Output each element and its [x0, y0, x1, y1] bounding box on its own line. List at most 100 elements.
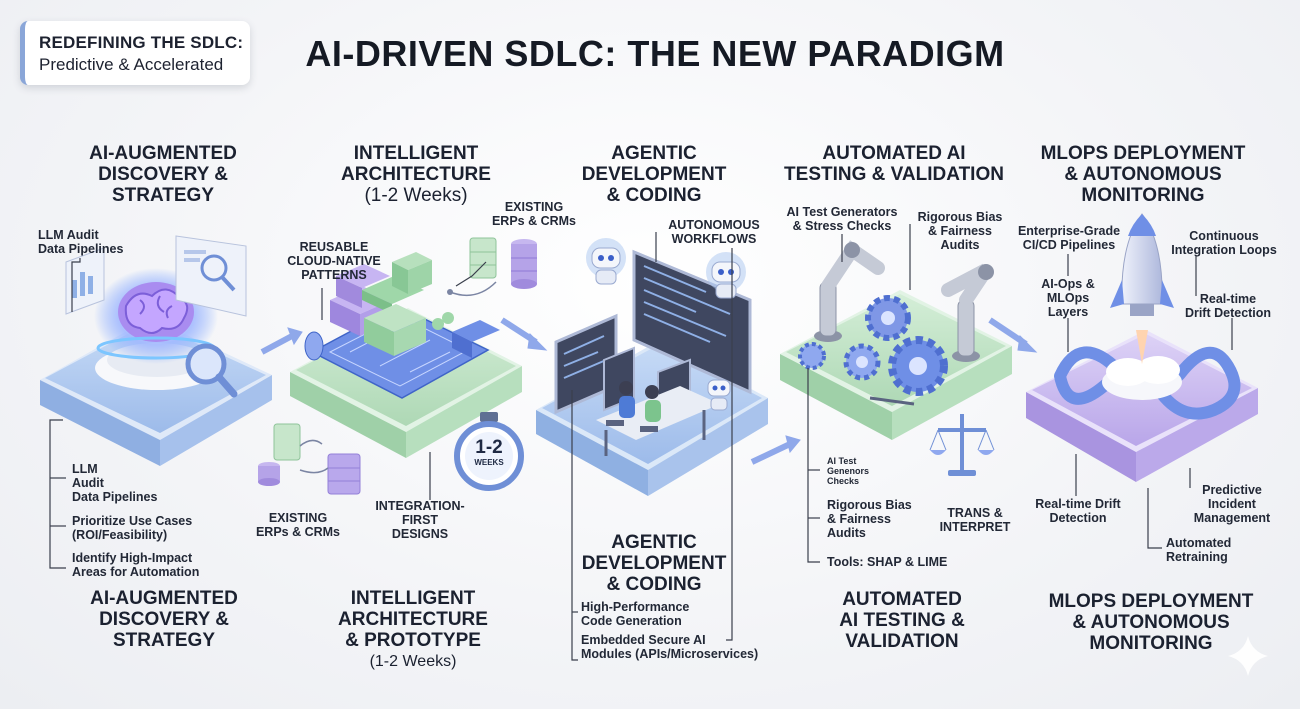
callout-line: Checks [827, 476, 860, 486]
stage2-callout-patterns: REUSABLE CLOUD-NATIVE PATTERNS [280, 240, 388, 282]
stage1-heading-line: DISCOVERY & [98, 164, 228, 185]
stage5-footer-line: MONITORING [1089, 633, 1213, 654]
stage1-heading: AI-AUGMENTED DISCOVERY & STRATEGY [70, 143, 256, 206]
callout-line: AI-Ops & [1041, 277, 1095, 291]
callout-line: ERPs & CRMs [255, 525, 341, 539]
stage5-callout-aiops: AI-Ops & MLOps Layers [1030, 277, 1106, 319]
stage5-heading-line: MLOPS DEPLOYMENT [1040, 143, 1246, 164]
stage2-footer-line: ARCHITECTURE [338, 609, 488, 630]
stage1-footer-line: AI-AUGMENTED [90, 588, 238, 609]
list-line: Modules (APIs/Microservices) [581, 647, 759, 661]
callout-line: Predictive [1202, 483, 1262, 497]
stage2-footer: INTELLIGENT ARCHITECTURE & PROTOTYPE (1-… [320, 588, 506, 672]
list-line: High-Performance [581, 600, 690, 614]
callout-line: AI Test [827, 456, 857, 466]
callout-line: Rigorous Bias [917, 210, 1003, 224]
callout-line: Retraining [1166, 550, 1228, 564]
callout-line: Enterprise-Grade [1017, 224, 1121, 238]
callout-line: MLOps [1046, 291, 1090, 305]
callout-line: Rigorous Bias [827, 498, 912, 512]
stage5-callout-loops: Continuous Integration Loops [1164, 229, 1284, 257]
stage4-heading: AUTOMATED AI TESTING & VALIDATION [784, 143, 1004, 185]
magnifier-icon [185, 343, 238, 398]
dashboard-panel-left [65, 247, 105, 315]
callout-line: DESIGNS [391, 527, 449, 541]
stage4-callout-bias-top: Rigorous Bias & Fairness Audits [910, 210, 1010, 252]
scales-icon [929, 414, 995, 476]
list-line: Identify High-Impact [72, 551, 193, 565]
stage1-list-item-identify: Identify High-Impact Areas for Automatio… [72, 551, 242, 579]
intro-badge: REDEFINING THE SDLC: Predictive & Accele… [20, 21, 250, 85]
callout-line: LLM Audit [38, 228, 99, 242]
page-title: AI-DRIVEN SDLC: THE NEW PARADIGM [305, 33, 1005, 74]
callout-line: EXISTING [268, 511, 328, 525]
stage3-list-item-modules: Embedded Secure AI Modules (APIs/Microse… [581, 633, 771, 661]
stage2-heading-line: ARCHITECTURE [341, 164, 491, 185]
callout-line: FIRST [401, 513, 439, 527]
stage5-callout-drift-top: Real-time Drift Detection [1172, 292, 1284, 320]
callout-line: CI/CD Pipelines [1022, 238, 1116, 252]
stage2-heading-line: INTELLIGENT [353, 143, 479, 164]
stage4-footer: AUTOMATED AI TESTING & VALIDATION [782, 589, 1022, 652]
stage5-footer-line: & AUTONOMOUS [1072, 612, 1230, 633]
stage5-heading-line: & AUTONOMOUS [1064, 164, 1222, 185]
flow-arrows [260, 317, 1038, 465]
callout-line: & Fairness [827, 512, 891, 526]
lego-blocks-icon [330, 252, 500, 358]
stage3-callout-workflows: AUTONOMOUS WORKFLOWS [664, 218, 764, 246]
robot-arm-icon [814, 240, 994, 362]
stage1-heading-line: STRATEGY [111, 185, 215, 206]
callout-line: Drift Detection [1184, 306, 1272, 320]
stage1-heading-line: AI-AUGMENTED [89, 143, 237, 164]
callout-line: Detection [1049, 511, 1107, 525]
stage4-callout-tools: Tools: SHAP & LIME [827, 555, 948, 569]
gear-icon [798, 295, 948, 406]
stage3-footer-line: & CODING [606, 574, 702, 595]
callout-line: AUTONOMOUS [668, 218, 760, 232]
stage4-callout-bias-bottom: Rigorous Bias & Fairness Audits [827, 498, 937, 540]
stage4-heading-line: TESTING & VALIDATION [784, 164, 1004, 185]
callout-line: CLOUD-NATIVE [287, 254, 381, 268]
stage4-callout-trans: TRANS & INTERPRET [932, 506, 1018, 534]
callout-line: Integration Loops [1171, 243, 1277, 257]
list-line: Audit [72, 476, 104, 490]
callout-line: Continuous [1189, 229, 1259, 243]
stage3-heading: AGENTIC DEVELOPMENT & CODING [574, 143, 734, 206]
stage1-footer: AI-AUGMENTED DISCOVERY & STRATEGY [66, 588, 262, 651]
stage5-footer: MLOPS DEPLOYMENT & AUTONOMOUS MONITORING [1046, 591, 1256, 654]
stage4-heading-line: AUTOMATED AI [822, 143, 966, 164]
callout-line: & Fairness [928, 224, 992, 238]
stopwatch-icon [454, 412, 524, 491]
list-line: Embedded Secure AI [581, 633, 706, 647]
stage1-footer-line: STRATEGY [112, 630, 216, 651]
rocket-icon [1102, 213, 1182, 400]
callout-line: Genenors [827, 466, 870, 476]
stage1-footer-line: DISCOVERY & [99, 609, 229, 630]
stage1-list-item-audit: LLM Audit Data Pipelines [72, 462, 232, 504]
stage3-footer-line: DEVELOPMENT [581, 553, 727, 574]
database-icon-bottom [258, 423, 361, 495]
callout-line: WORKFLOWS [671, 232, 757, 246]
stage2-footer-duration: (1-2 Weeks) [369, 653, 457, 670]
callout-line: Audits [940, 238, 980, 252]
list-line: Areas for Automation [72, 565, 200, 579]
stage3-heading-line: & CODING [606, 185, 702, 206]
leader-lines [49, 224, 1233, 661]
callout-line: Automated [1166, 536, 1232, 550]
callout-line: TRANS & [947, 506, 1003, 520]
list-line: (ROI/Feasibility) [72, 528, 168, 542]
callout-line: ERPs & CRMs [491, 214, 577, 228]
badge-line1: REDEFINING THE SDLC: [39, 33, 244, 52]
stage5-heading: MLOPS DEPLOYMENT & AUTONOMOUS MONITORING [1040, 143, 1246, 206]
stage4-footer-line: AI TESTING & VALIDATION [839, 610, 965, 652]
list-line: Code Generation [581, 614, 682, 628]
stage3-footer-line: AGENTIC [611, 532, 697, 553]
list-line: Data Pipelines [72, 490, 158, 504]
stage2-footer-line: & PROTOTYPE [345, 630, 481, 651]
stage1-callout-audit: LLM Audit Data Pipelines [38, 228, 148, 256]
stopwatch-readout: 1-2 WEEKS [461, 438, 517, 468]
stage5-callout-drift-bottom: Real-time Drift Detection [1026, 497, 1130, 525]
developer-icon [596, 381, 720, 456]
stage2-heading-duration: (1-2 Weeks) [364, 185, 468, 206]
